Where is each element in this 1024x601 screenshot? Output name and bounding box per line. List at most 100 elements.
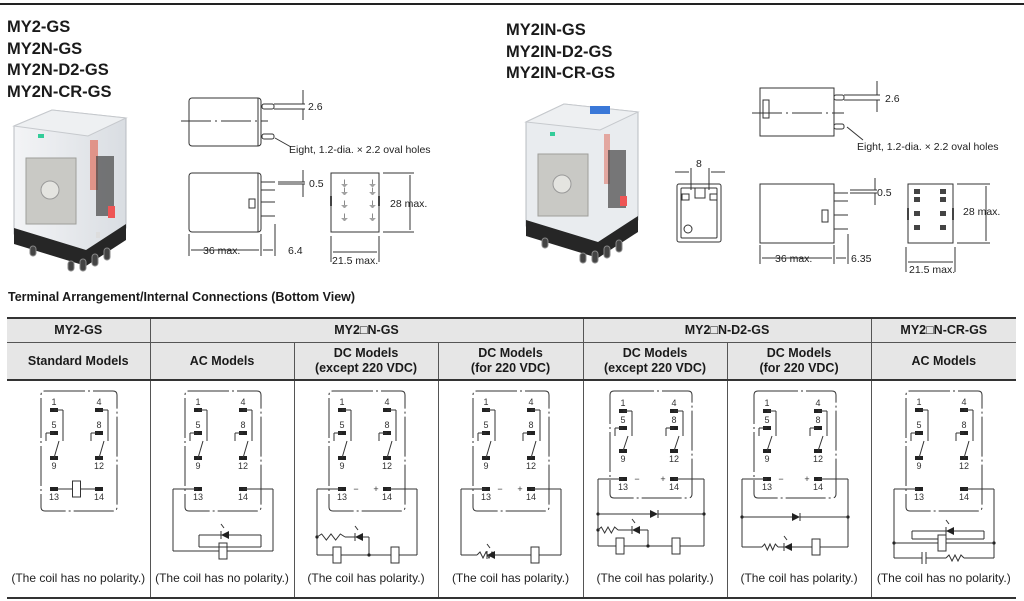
- junction-dot: [645, 544, 650, 548]
- terminal-label: 5: [764, 415, 769, 425]
- terminal-label: 1: [339, 397, 344, 407]
- terminal-label: 4: [961, 397, 966, 407]
- model-name: MY2N-GS: [7, 39, 83, 58]
- column-header: DC Models(for 220 VDC): [726, 342, 872, 381]
- terminal-arrangement-table: MY2-GS MY2□N-GS MY2□N-D2-GS MY2□N-CR-GS …: [7, 317, 1017, 599]
- led-diode-symbol: [486, 551, 495, 559]
- contact-arm: [817, 435, 824, 452]
- polarity-minus: −: [634, 474, 639, 484]
- resistor-symbol: [476, 550, 495, 560]
- model-name: MY2N-D2-GS: [7, 61, 109, 80]
- polarity-note: (The coil has polarity.): [596, 571, 714, 585]
- terminal-label: 12: [94, 461, 104, 471]
- resistor-symbol: [945, 553, 965, 563]
- coil-symbol: [530, 546, 540, 564]
- terminal-label: 13: [49, 492, 59, 502]
- relay-photo-left: [12, 109, 128, 272]
- terminal-label: 12: [381, 461, 391, 471]
- led-diode-symbol: [354, 533, 363, 541]
- column-header-line: DC Models: [478, 346, 543, 360]
- terminal-label: 12: [813, 454, 823, 464]
- svg-text:⏚: ⏚: [368, 179, 377, 189]
- terminal-label: 8: [528, 420, 533, 430]
- contact-arm: [341, 440, 347, 459]
- coil-symbol: [218, 542, 227, 560]
- led-light-ray: [354, 525, 358, 531]
- dim-pin-thickness: 0.5: [309, 178, 324, 190]
- terminal-label: 13: [192, 492, 202, 502]
- model-name: MY2-GS: [7, 18, 71, 36]
- svg-text:⏚: ⏚: [340, 213, 349, 223]
- terminal-label: 4: [528, 397, 533, 407]
- housing-outline: [609, 390, 693, 499]
- polarity-minus: −: [778, 474, 783, 484]
- terminal-label: 8: [961, 420, 966, 430]
- terminal-label: 1: [195, 397, 200, 407]
- terminal-label: 12: [526, 461, 536, 471]
- right-model-list: MY2IN-GS MY2IN-D2-GS MY2IN-CR-GS: [506, 20, 615, 85]
- model-name: MY2IN-D2-GS: [506, 42, 613, 61]
- svg-text:⏚: ⏚: [340, 179, 349, 189]
- terminal-label: 8: [384, 420, 389, 430]
- contact-arm: [530, 440, 536, 459]
- polarity-note: (The coil has polarity.): [307, 571, 425, 585]
- column-header-subline: (for 220 VDC): [759, 361, 839, 375]
- contact-arm: [197, 440, 203, 459]
- dim-pin-pitch: 2.6: [885, 93, 900, 105]
- polarity-note: (The coil has polarity.): [740, 571, 858, 585]
- contact-arm: [673, 435, 680, 452]
- contact-arm: [242, 440, 248, 459]
- column-header-line: DC Models: [333, 346, 399, 360]
- terminal-label: 1: [764, 398, 769, 408]
- contact-arm: [53, 440, 60, 459]
- terminal-label: 4: [240, 397, 245, 407]
- terminal-label: 14: [381, 492, 391, 502]
- dim-pin-pitch: 2.6: [308, 101, 323, 113]
- dimension-drawing-right: 8 2.6 Eight, 1.2-dia. × 2.2 oval holes 0…: [675, 81, 1000, 276]
- led-light-ray: [486, 543, 490, 549]
- svg-text:⏚: ⏚: [340, 187, 349, 197]
- terminal-label: 12: [959, 461, 969, 471]
- terminal-label: 1: [916, 397, 921, 407]
- svg-text:⏚: ⏚: [368, 200, 377, 210]
- column-header-subline: (for 220 VDC): [470, 361, 551, 375]
- top-rule: [0, 3, 1024, 5]
- led-light-ray: [783, 535, 787, 541]
- polarity-note: (The coil has no polarity.): [876, 571, 1011, 585]
- group-header: MY2□N-GS: [149, 317, 584, 343]
- coil-symbol: [390, 546, 399, 564]
- column-header: AC Models: [870, 342, 1017, 381]
- terminal-label: 5: [195, 420, 200, 430]
- group-header: MY2□N-CR-GS: [870, 317, 1017, 343]
- group-header: MY2□N-D2-GS: [582, 317, 872, 343]
- dim-height: 28 max.: [963, 206, 1000, 218]
- led-diode-symbol: [783, 543, 792, 551]
- terminal-label: 5: [620, 415, 625, 425]
- contact-arm: [485, 440, 491, 459]
- terminal-label: 8: [815, 415, 820, 425]
- led-diode-symbol: [220, 531, 229, 539]
- resistor-symbol: [316, 533, 345, 541]
- terminal-label: 14: [237, 492, 247, 502]
- polarity-minus: −: [353, 484, 358, 494]
- diode-symbol: [791, 513, 800, 521]
- terminal-label: 9: [764, 454, 769, 464]
- dimension-drawing-left: ⏚⏚ ⏚⏚ ⏚⏚ ⏚⏚ 2.6 Eight, 1.2-dia. × 2.2 ov…: [181, 90, 431, 267]
- column-header: DC Models(except 220 VDC): [293, 342, 439, 381]
- terminal-label: 13: [914, 492, 924, 502]
- column-header-line: AC Models: [911, 353, 977, 368]
- dim-pin-thickness: 0.5: [877, 187, 892, 199]
- terminal-label: 1: [620, 398, 625, 408]
- contact-arm: [766, 435, 773, 452]
- column-header-subline: (except 220 VDC): [314, 361, 418, 375]
- terminal-label: 9: [195, 461, 200, 471]
- contact-arm: [622, 435, 629, 452]
- svg-text:⏚: ⏚: [340, 200, 349, 210]
